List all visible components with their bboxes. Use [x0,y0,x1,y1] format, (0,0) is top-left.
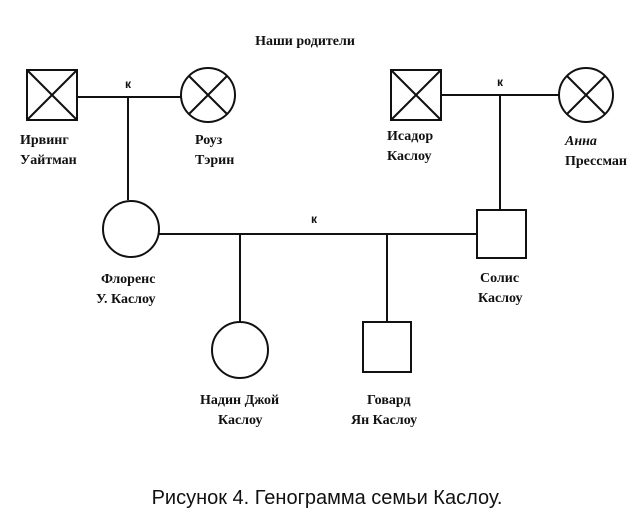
person-isador: Исадор Каслоу [387,69,442,164]
person-surname: Каслоу [478,291,523,306]
person-surname: Ян Каслоу [351,413,417,428]
person-surname: Тэрин [195,153,234,168]
person-surname: Уайтман [20,153,77,168]
male-symbol [362,321,412,373]
diagram-header: Наши родители [255,34,355,49]
person-rose: Роуз Тэрин [180,67,236,168]
person-name: Исадор [387,129,433,144]
person-name: Ирвинг [20,133,69,148]
person-florence: Флоренс У. Каслоу [96,200,160,307]
person-surname: Каслоу [218,413,263,428]
male-symbol [476,209,527,259]
person-name: Анна [564,134,597,149]
marriage-mark: к [311,212,318,226]
person-name: Флоренс [101,272,155,287]
person-nadine: Надин Джой Каслоу [200,321,279,428]
female-symbol [211,321,269,379]
person-surname: Каслоу [387,149,432,164]
female-symbol [102,200,160,258]
person-name: Солис [480,271,519,286]
person-name: Роуз [195,133,223,148]
person-surname: У. Каслоу [96,292,156,307]
person-howard: Говард Ян Каслоу [351,321,417,428]
person-irving: Ирвинг Уайтман [20,69,78,168]
person-solis: Солис Каслоу [476,209,527,306]
person-name: Надин Джой [200,393,279,408]
person-anna: Анна Прессман [558,67,627,169]
marriage-mark: к [497,75,504,89]
figure-caption: Рисунок 4. Генограмма семьи Каслоу. [152,487,503,509]
person-surname: Прессман [565,154,627,169]
person-name: Говард [367,393,411,408]
marriage-mark: к [125,77,132,91]
